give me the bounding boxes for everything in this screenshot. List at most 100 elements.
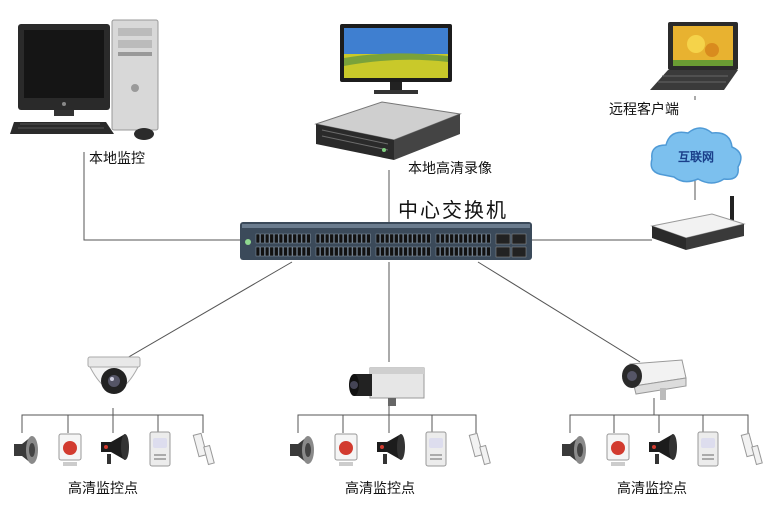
- sensor-group-middle: [284, 430, 492, 470]
- core-switch-label: 中心交换机: [398, 198, 508, 222]
- switch-port: [463, 246, 468, 257]
- switch-port: [334, 233, 339, 244]
- switch-port: [292, 233, 297, 244]
- sensor-group-right: [556, 430, 764, 470]
- door-sensor-icon: [468, 432, 491, 466]
- switch-port: [472, 246, 477, 257]
- switch-port: [306, 246, 311, 257]
- switch-port: [260, 246, 265, 257]
- switch-port: [260, 233, 265, 244]
- switch-port: [297, 246, 302, 257]
- switch-port: [357, 233, 362, 244]
- switch-port: [338, 233, 344, 244]
- switch-port: [477, 233, 482, 244]
- hd-point-label-middle: 高清监控点: [345, 481, 415, 497]
- core-switch-icon: [240, 222, 532, 260]
- switch-port: [407, 233, 413, 244]
- switch-port: [269, 233, 274, 244]
- switch-port: [343, 233, 348, 244]
- internet-cloud-icon: [650, 127, 742, 184]
- switch-port: [486, 246, 491, 257]
- switch-port: [440, 233, 445, 244]
- switch-port: [384, 233, 390, 244]
- switch-port: [435, 246, 441, 257]
- box-camera-icon: [349, 367, 425, 406]
- switch-port: [449, 246, 454, 257]
- speaker-icon: [14, 436, 38, 464]
- laptop-icon: [650, 22, 738, 90]
- switch-port: [361, 246, 367, 257]
- door-sensor-icon: [740, 432, 763, 466]
- local-monitor-label: 本地监控: [89, 151, 145, 167]
- switch-port: [283, 246, 288, 257]
- switch-port: [477, 246, 482, 257]
- switch-port: [384, 246, 390, 257]
- switch-port: [264, 233, 270, 244]
- rack-recorder-icon: [314, 101, 462, 160]
- switch-port: [458, 233, 464, 244]
- switch-port: [380, 233, 385, 244]
- switch-port: [444, 233, 450, 244]
- switch-port: [287, 233, 293, 244]
- switch-port: [292, 246, 297, 257]
- switch-port: [324, 246, 330, 257]
- switch-port: [449, 233, 454, 244]
- switch-port: [403, 233, 408, 244]
- switch-port: [421, 233, 427, 244]
- switch-port: [320, 246, 325, 257]
- switch-port: [274, 233, 279, 244]
- tv-monitor-icon: [340, 24, 452, 94]
- dome-camera-icon: [87, 356, 141, 394]
- switch-port: [421, 246, 427, 257]
- switch-port: [444, 246, 450, 257]
- switch-port: [287, 246, 293, 257]
- switch-port: [278, 246, 284, 257]
- switch-port: [255, 246, 261, 257]
- switch-port: [454, 233, 459, 244]
- speaker-icon: [290, 436, 314, 464]
- switch-port: [426, 246, 431, 257]
- switch-port: [389, 233, 394, 244]
- switch-port: [338, 246, 344, 257]
- siren-icon: [101, 434, 129, 464]
- switch-port: [398, 233, 404, 244]
- switch-port: [320, 233, 325, 244]
- switch-port: [467, 246, 473, 257]
- switch-port: [458, 246, 464, 257]
- switch-port: [407, 246, 413, 257]
- switch-port: [269, 246, 274, 257]
- router-icon: [650, 196, 746, 250]
- motion-detector-icon: [697, 431, 718, 467]
- switch-port: [347, 246, 353, 257]
- panic-button-icon: [606, 433, 629, 466]
- switch-port: [352, 233, 357, 244]
- panic-button-icon: [58, 433, 81, 466]
- switch-port: [486, 233, 491, 244]
- switch-port: [398, 246, 404, 257]
- switch-port: [283, 233, 288, 244]
- switch-port: [394, 246, 399, 257]
- switch-port: [389, 246, 394, 257]
- switch-port: [274, 246, 279, 257]
- switch-port: [315, 246, 321, 257]
- switch-port: [306, 233, 311, 244]
- switch-port: [334, 246, 339, 257]
- remote-client-label: 远程客户端: [609, 102, 679, 118]
- switch-port: [329, 246, 334, 257]
- panic-button-icon: [334, 433, 357, 466]
- motion-detector-icon: [149, 431, 170, 467]
- siren-icon: [649, 434, 677, 464]
- local-recorder-label: 本地高清录像: [408, 161, 492, 177]
- switch-port: [481, 233, 487, 244]
- switch-port: [366, 233, 371, 244]
- switch-port: [301, 233, 307, 244]
- switch-port: [412, 233, 417, 244]
- speaker-icon: [562, 436, 586, 464]
- switch-port: [297, 233, 302, 244]
- switch-port: [357, 246, 362, 257]
- switch-port: [467, 233, 473, 244]
- switch-port: [426, 233, 431, 244]
- switch-port: [394, 233, 399, 244]
- switch-port: [329, 233, 334, 244]
